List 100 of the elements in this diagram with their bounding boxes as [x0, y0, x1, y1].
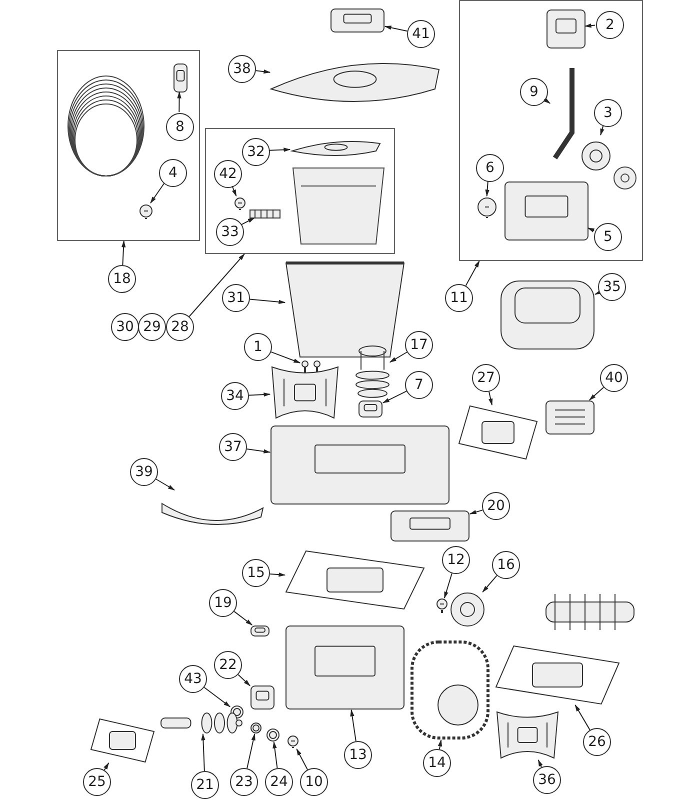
leader-line — [444, 572, 452, 599]
leader-line — [296, 748, 308, 770]
callout-number: 22 — [214, 651, 242, 679]
callout-number: 16 — [492, 551, 520, 579]
leader-line — [584, 24, 596, 28]
screws-drawing — [300, 360, 322, 374]
plate-drawing — [390, 510, 470, 542]
leader-line — [272, 741, 278, 769]
leader-line — [232, 186, 237, 197]
caddy-base-drawing — [504, 181, 589, 241]
flap-drawing — [495, 710, 560, 760]
pin-drawing — [234, 197, 246, 211]
callout-number: 2 — [596, 11, 624, 39]
callout-number: 40 — [600, 364, 628, 392]
leader-line — [488, 391, 493, 406]
impeller-drawing — [355, 345, 390, 400]
leader-line — [248, 392, 271, 397]
callout-number: 27 — [472, 364, 500, 392]
callout-number: 36 — [533, 766, 561, 794]
flap-drawing — [270, 365, 340, 420]
leader-line — [234, 610, 253, 626]
callout-number: 38 — [228, 55, 256, 83]
nut-drawing — [266, 728, 280, 742]
leader-line — [204, 686, 231, 708]
callout-number: 10 — [300, 768, 328, 796]
leader-line — [469, 510, 484, 514]
clip-drawing — [250, 625, 270, 637]
screw-drawing — [287, 735, 299, 749]
bracket-drawing — [250, 685, 275, 710]
callout-number: 32 — [242, 138, 270, 166]
callout-number: 25 — [83, 768, 111, 796]
mesh-strip-drawing — [249, 209, 281, 219]
body-drawing — [270, 425, 450, 505]
gear-drawing — [450, 592, 485, 627]
callout-number: 4 — [159, 159, 187, 187]
leader-line — [438, 739, 442, 750]
callout-number: 37 — [219, 433, 247, 461]
callout-number: 29 — [138, 313, 166, 341]
callout-number: 24 — [265, 768, 293, 796]
robot-cover-drawing — [500, 280, 595, 350]
leader-line — [188, 253, 245, 317]
leader-line — [246, 733, 256, 769]
fitting-drawing — [139, 204, 153, 220]
callout-number: 13 — [344, 741, 372, 769]
callout-number: 34 — [221, 382, 249, 410]
leader-line — [465, 260, 480, 286]
callout-number: 33 — [216, 218, 244, 246]
callout-number: 28 — [166, 313, 194, 341]
callout-number: 41 — [407, 20, 435, 48]
callout-number: 19 — [209, 589, 237, 617]
callout-number: 3 — [594, 99, 622, 127]
leader-line — [150, 183, 165, 204]
screw-drawing — [477, 197, 497, 219]
group-frame — [205, 128, 395, 254]
callout-number: 6 — [476, 154, 504, 182]
callout-number: 7 — [405, 371, 433, 399]
callout-number: 43 — [179, 665, 207, 693]
leader-line — [270, 351, 301, 364]
handle-drawing — [551, 66, 576, 161]
callout-number: 21 — [191, 771, 219, 799]
leader-line — [594, 290, 602, 295]
callout-number: 8 — [166, 113, 194, 141]
leader-line — [587, 227, 595, 232]
callout-number: 12 — [442, 546, 470, 574]
ring-drawing — [250, 722, 262, 734]
callout-number: 14 — [423, 749, 451, 777]
callout-number: 35 — [598, 273, 626, 301]
leader-line — [588, 386, 604, 400]
callout-number: 31 — [222, 284, 250, 312]
leader-line — [269, 572, 286, 577]
leader-line — [246, 448, 271, 454]
leader-line — [201, 733, 206, 772]
leader-line — [382, 390, 407, 404]
leader-line — [350, 709, 356, 742]
leader-line — [238, 674, 250, 686]
leader-line — [574, 704, 590, 730]
lid-button-drawing — [330, 8, 385, 33]
callout-number: 20 — [482, 492, 510, 520]
leader-line — [544, 98, 551, 104]
brush-drawing — [90, 718, 155, 763]
chassis-drawing — [285, 625, 405, 710]
callout-number: 17 — [405, 331, 433, 359]
leader-line — [121, 240, 126, 266]
grille-drawing — [545, 400, 595, 435]
parts-set-drawing — [458, 405, 538, 460]
leader-line — [538, 759, 543, 768]
callout-number: 30 — [111, 313, 139, 341]
leader-line — [104, 762, 110, 771]
roller-drawing — [160, 712, 245, 734]
shaft-part-drawing — [358, 400, 383, 418]
leader-line — [482, 575, 498, 593]
leader-line — [485, 180, 490, 197]
leader-line — [249, 298, 286, 304]
track-drawing — [410, 640, 490, 740]
leader-line — [600, 124, 604, 136]
callout-number: 18 — [108, 265, 136, 293]
plug-drawing — [173, 63, 188, 93]
motor-unit-drawing — [285, 550, 425, 610]
callout-number: 15 — [242, 559, 270, 587]
clip-drawing — [546, 9, 586, 49]
